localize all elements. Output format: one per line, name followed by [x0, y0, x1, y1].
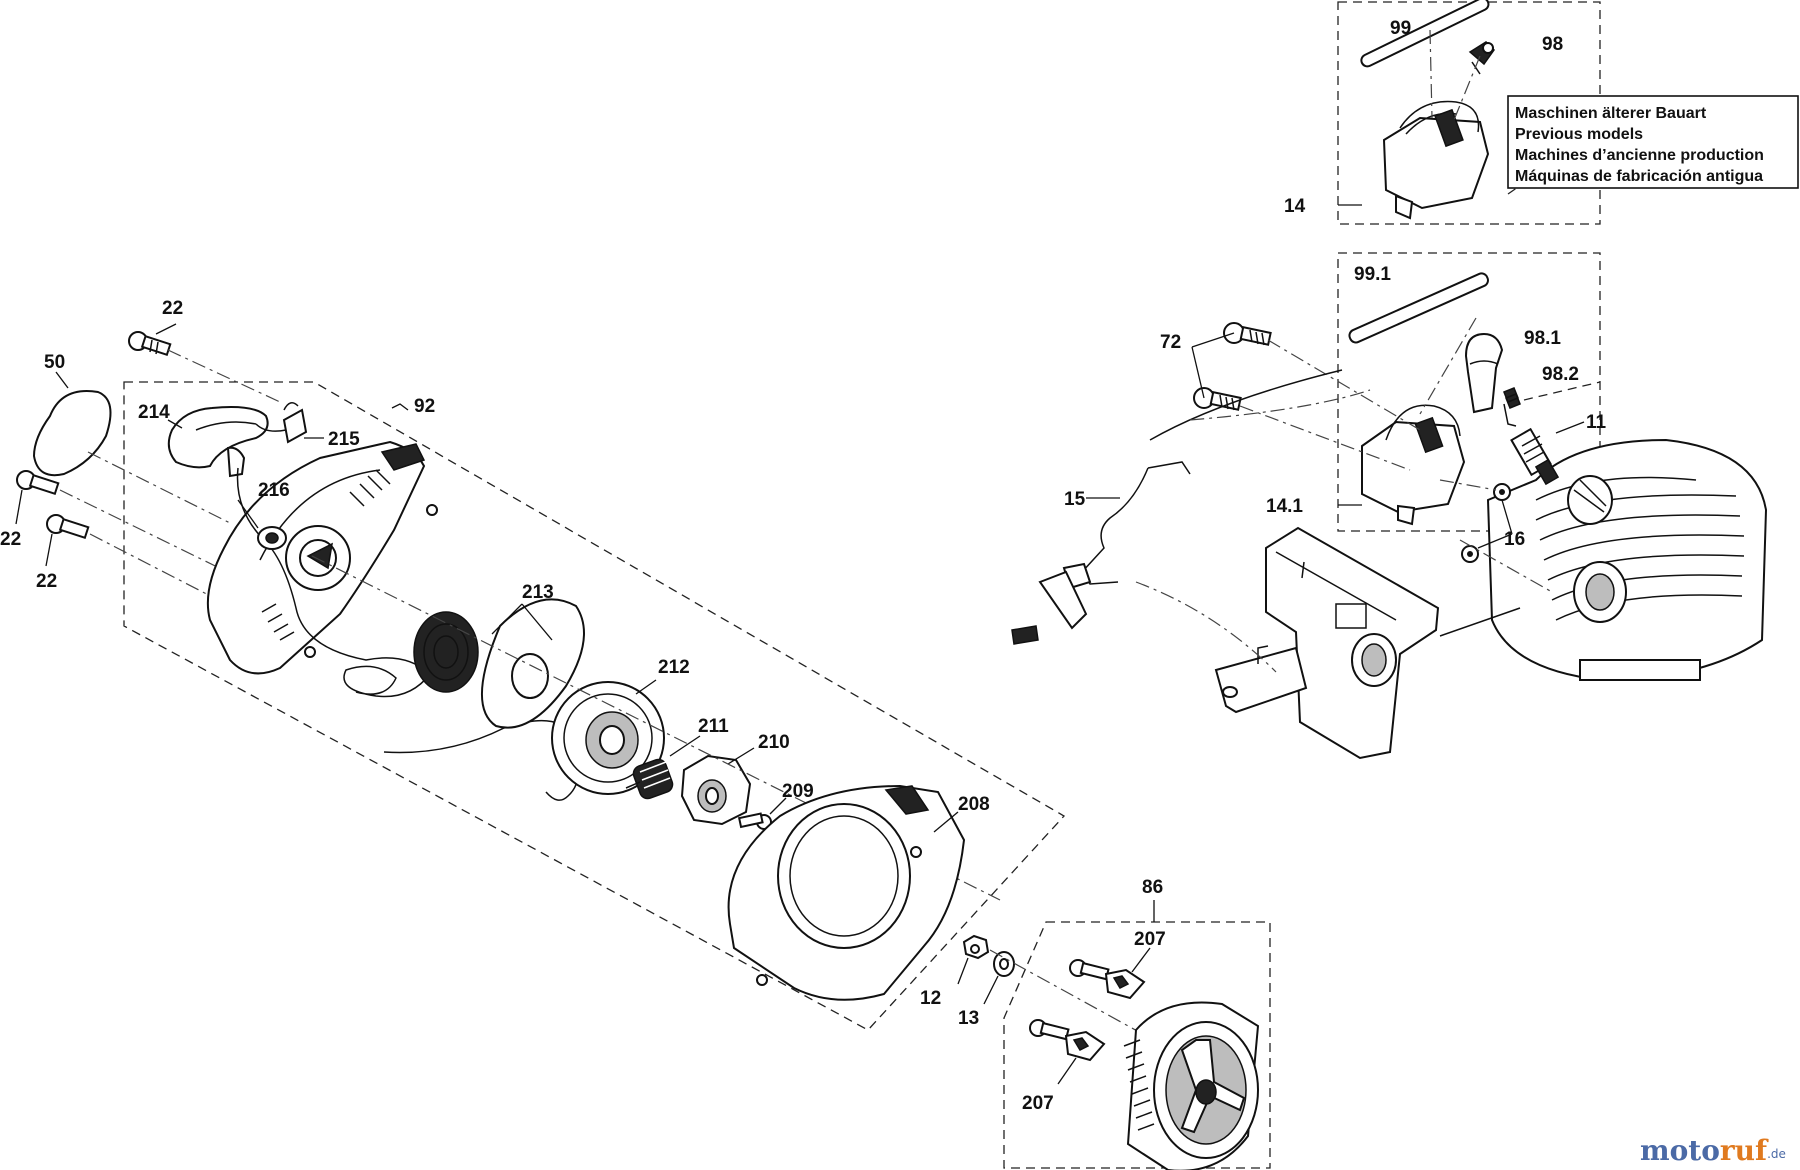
- screw-72-lower: [1193, 387, 1242, 411]
- motoruf-logo: motoruf.de: [1640, 1134, 1786, 1167]
- nut-12: [962, 934, 990, 960]
- label-72: 72: [1160, 332, 1181, 353]
- label-98-2: 98.2: [1542, 364, 1579, 385]
- label-16: 16: [1504, 529, 1525, 550]
- label-50: 50: [44, 352, 65, 373]
- label-98: 98: [1542, 34, 1563, 55]
- current-ignition-group: [1337, 252, 1601, 532]
- flywheel: [1123, 1001, 1260, 1170]
- label-22-left-lower: 22: [36, 571, 57, 592]
- label-216: 216: [258, 480, 290, 501]
- previous-models-group: [1337, 0, 1601, 225]
- callout-labels: 99 98 14 99.1 98.1 98.2 72 11 15 14.1 16…: [0, 18, 1607, 1114]
- contact-bracket: [1214, 645, 1308, 714]
- label-14: 14: [1284, 196, 1306, 217]
- label-86: 86: [1142, 877, 1163, 898]
- spring-cover-213: [480, 598, 585, 729]
- spring-98-2: [1503, 387, 1521, 427]
- starter-frame-92: [123, 381, 1066, 1031]
- baffle-plate: [1265, 526, 1521, 760]
- clip-98: [1468, 41, 1495, 75]
- screw-72-upper: [1223, 322, 1272, 346]
- screw-22-left-upper: [16, 470, 60, 496]
- label-14-1: 14.1: [1266, 496, 1303, 517]
- note-line-de: Maschinen älterer Bauart: [1515, 105, 1707, 122]
- cover-50: [32, 390, 112, 477]
- pawl-carrier-210: [680, 754, 752, 826]
- washer-16-upper: [1493, 483, 1511, 501]
- rod-99-1: [1348, 272, 1489, 344]
- label-208: 208: [958, 794, 990, 815]
- rope-pulley-212: [551, 681, 665, 795]
- label-210: 210: [758, 732, 790, 753]
- cylinder-assembly: [1486, 438, 1768, 682]
- pawl-207-lower: [1029, 1019, 1106, 1062]
- label-211: 211: [698, 716, 729, 737]
- previous-models-note: Maschinen älterer Bauart Previous models…: [1507, 95, 1799, 189]
- note-line-en: Previous models: [1515, 126, 1643, 143]
- label-12: 12: [920, 988, 941, 1009]
- fan-housing: [206, 440, 438, 675]
- note-line-fr: Machines d’ancienne production: [1515, 147, 1764, 164]
- starter-cover-208: [727, 784, 966, 1001]
- pawl-spring-211: [625, 758, 674, 800]
- label-214: 214: [138, 402, 170, 423]
- note-line-es: Máquinas de fabricación antigua: [1515, 168, 1763, 185]
- label-22-left-upper: 22: [0, 529, 21, 550]
- label-99-1: 99.1: [1354, 264, 1391, 285]
- label-92: 92: [414, 396, 435, 417]
- note-frame: [1507, 95, 1799, 189]
- starter-grip-214: [167, 406, 269, 478]
- washer-13: [993, 951, 1015, 977]
- label-215: 215: [328, 429, 360, 450]
- rope-clip-215: [282, 402, 308, 444]
- previous-models-frame: [1337, 1, 1601, 225]
- rewind-spring-213: [413, 611, 479, 693]
- svg-text:motoruf.de: motoruf.de: [1640, 1134, 1786, 1167]
- rope-guide-216: [257, 526, 287, 550]
- rod-99: [1360, 0, 1490, 68]
- label-207-lower: 207: [1022, 1093, 1054, 1114]
- spark-plug-terminal-98-1: [1464, 332, 1504, 414]
- pawl-207-upper: [1069, 959, 1146, 1000]
- ignition-coil-14-1: [1361, 404, 1466, 526]
- label-213: 213: [522, 582, 554, 603]
- screw-22-top: [128, 331, 172, 357]
- label-98-1: 98.1: [1524, 328, 1561, 349]
- label-212: 212: [658, 657, 690, 678]
- spark-plug-11: [1510, 427, 1560, 486]
- label-207-upper: 207: [1134, 929, 1166, 950]
- label-15: 15: [1064, 489, 1086, 510]
- label-99: 99: [1390, 18, 1411, 39]
- washer-16-lower: [1461, 545, 1479, 563]
- label-11: 11: [1586, 412, 1607, 433]
- label-22-top: 22: [162, 298, 183, 319]
- label-13: 13: [958, 1008, 979, 1029]
- short-circuit-wire-15: [1011, 369, 1371, 645]
- ignition-coil-14: [1382, 100, 1490, 220]
- flywheel-frame-86: [1003, 921, 1271, 1169]
- label-209: 209: [782, 781, 814, 802]
- screw-22-left-lower: [46, 514, 90, 540]
